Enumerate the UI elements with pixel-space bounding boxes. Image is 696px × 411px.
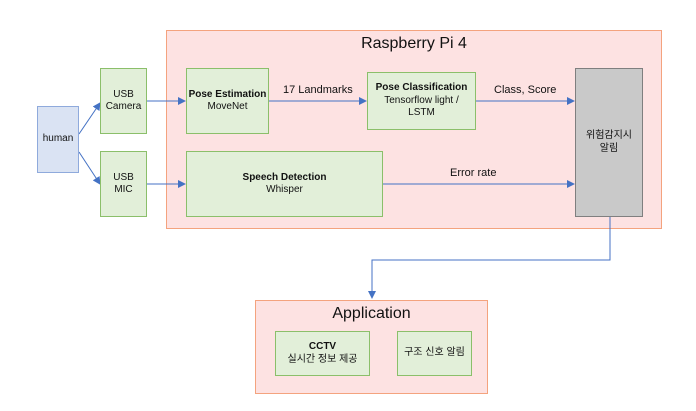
danger-alert-line1: 위험감지시 <box>586 130 632 141</box>
usb-camera-node: USB Camera <box>100 68 147 134</box>
speech-detection-node: Speech Detection Whisper <box>186 151 383 217</box>
cctv-title: CCTV <box>308 341 337 352</box>
usb-mic-line1: USB <box>113 171 134 183</box>
pose-classification-subtitle2: LSTM <box>408 107 435 119</box>
edge-label-landmarks: 17 Landmarks <box>283 84 353 96</box>
cctv-subtitle: 실시간 정보 제공 <box>287 353 358 365</box>
cctv-node: CCTV 실시간 정보 제공 <box>275 331 370 376</box>
human-node: human <box>37 106 79 173</box>
arrow-human-to-camera <box>78 102 101 135</box>
pose-classification-title: Pose Classification <box>375 82 468 94</box>
pose-estimation-title: Pose Estimation <box>188 88 267 100</box>
danger-alert-line2: 알림 <box>599 142 619 154</box>
rescue-alert-label: 구조 신호 알림 <box>404 347 465 359</box>
arrow-human-to-mic <box>78 151 101 185</box>
usb-mic-line2: MIC <box>114 184 133 195</box>
usb-camera-line1: USB <box>113 88 134 100</box>
rescue-alert-node: 구조 신호 알림 <box>397 331 472 376</box>
human-label: human <box>42 133 74 145</box>
edge-label-class-score: Class, Score <box>494 84 557 96</box>
pose-classification-subtitle: Tensorflow light / <box>384 94 459 106</box>
danger-alert-node: 위험감지시 알림 <box>575 68 643 217</box>
edge-label-error-rate: Error rate <box>450 167 497 179</box>
speech-detection-title: Speech Detection <box>242 171 327 183</box>
pose-estimation-node: Pose Estimation MoveNet <box>186 68 269 134</box>
speech-detection-subtitle: Whisper <box>266 184 303 195</box>
raspberry-pi-title: Raspberry Pi 4 <box>361 35 467 52</box>
usb-camera-line2: Camera <box>105 101 142 112</box>
pose-classification-node: Pose Classification Tensorflow light / L… <box>367 72 476 130</box>
usb-mic-node: USB MIC <box>100 151 147 217</box>
application-title: Application <box>332 305 411 322</box>
arrow-alert-to-application <box>368 217 611 299</box>
pose-estimation-subtitle: MoveNet <box>207 101 248 112</box>
